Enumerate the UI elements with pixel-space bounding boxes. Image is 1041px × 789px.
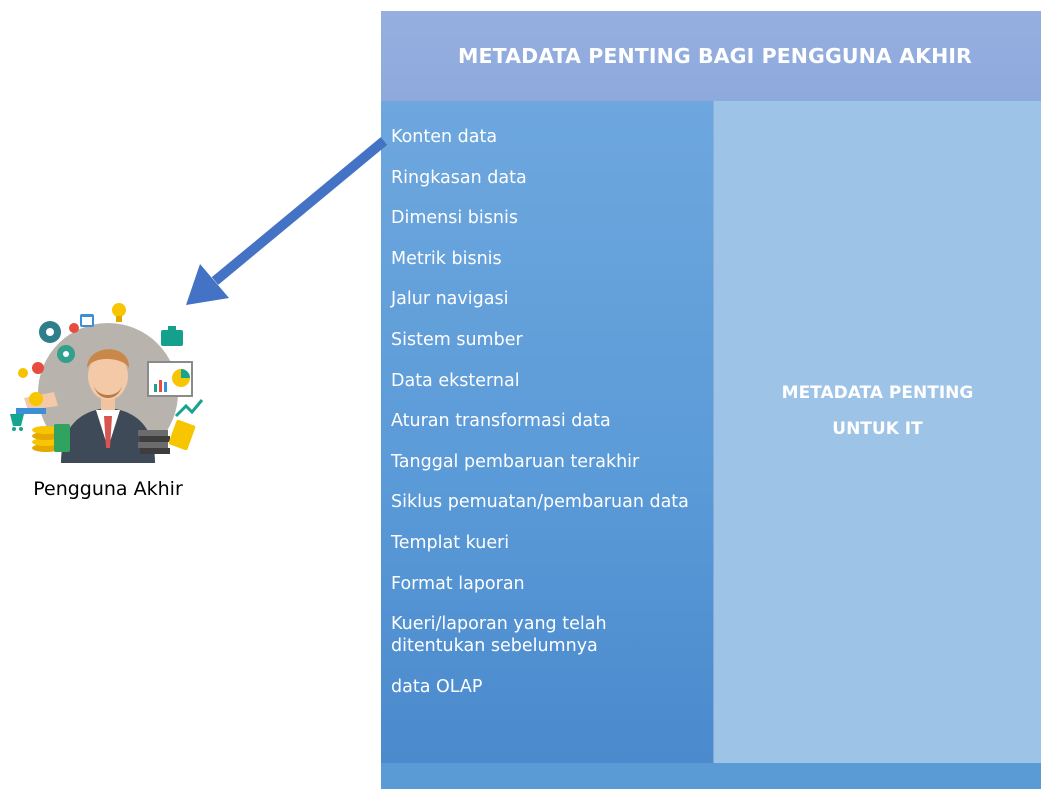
user-label: Pengguna Akhir <box>33 478 183 500</box>
list-item: Jalur navigasi <box>391 289 509 310</box>
it-label-line2: UNTUK IT <box>832 419 923 439</box>
it-metadata-column: METADATA PENTING UNTUK IT <box>714 101 1041 763</box>
end-user-metadata-column: Konten data Ringkasan data Dimensi bisni… <box>381 101 713 763</box>
list-item: Tanggal pembaruan terakhir <box>391 451 640 472</box>
it-label-line1: METADATA PENTING <box>781 383 974 403</box>
list-item: Sistem sumber <box>391 329 523 350</box>
list-item: Aturan transformasi data <box>391 411 611 432</box>
arrow-shaft <box>211 137 388 285</box>
list-item: Dimensi bisnis <box>391 208 518 229</box>
panel-title: METADATA PENTING BAGI PENGGUNA AKHIR <box>458 44 972 68</box>
panel-footer <box>381 763 1041 789</box>
list-item: Siklus pemuatan/pembaruan data <box>391 492 689 513</box>
list-item: Ringkasan data <box>391 167 527 188</box>
list-item: data OLAP <box>391 676 483 697</box>
it-metadata-label: METADATA PENTING UNTUK IT <box>768 375 988 447</box>
list-item: Data eksternal <box>391 370 520 391</box>
metadata-list: Konten data Ringkasan data Dimensi bisni… <box>391 126 711 716</box>
list-item: Metrik bisnis <box>391 248 502 269</box>
list-item: Templat kueri <box>391 532 510 553</box>
list-item: Kueri/laporan yang telah ditentukan sebe… <box>391 614 607 657</box>
business-user-icon <box>6 298 206 468</box>
list-item: Konten data <box>391 127 498 147</box>
metadata-panel: METADATA PENTING BAGI PENGGUNA AKHIR Kon… <box>381 11 1041 789</box>
panel-header: METADATA PENTING BAGI PENGGUNA AKHIR <box>381 11 1041 101</box>
list-item: Format laporan <box>391 573 525 594</box>
